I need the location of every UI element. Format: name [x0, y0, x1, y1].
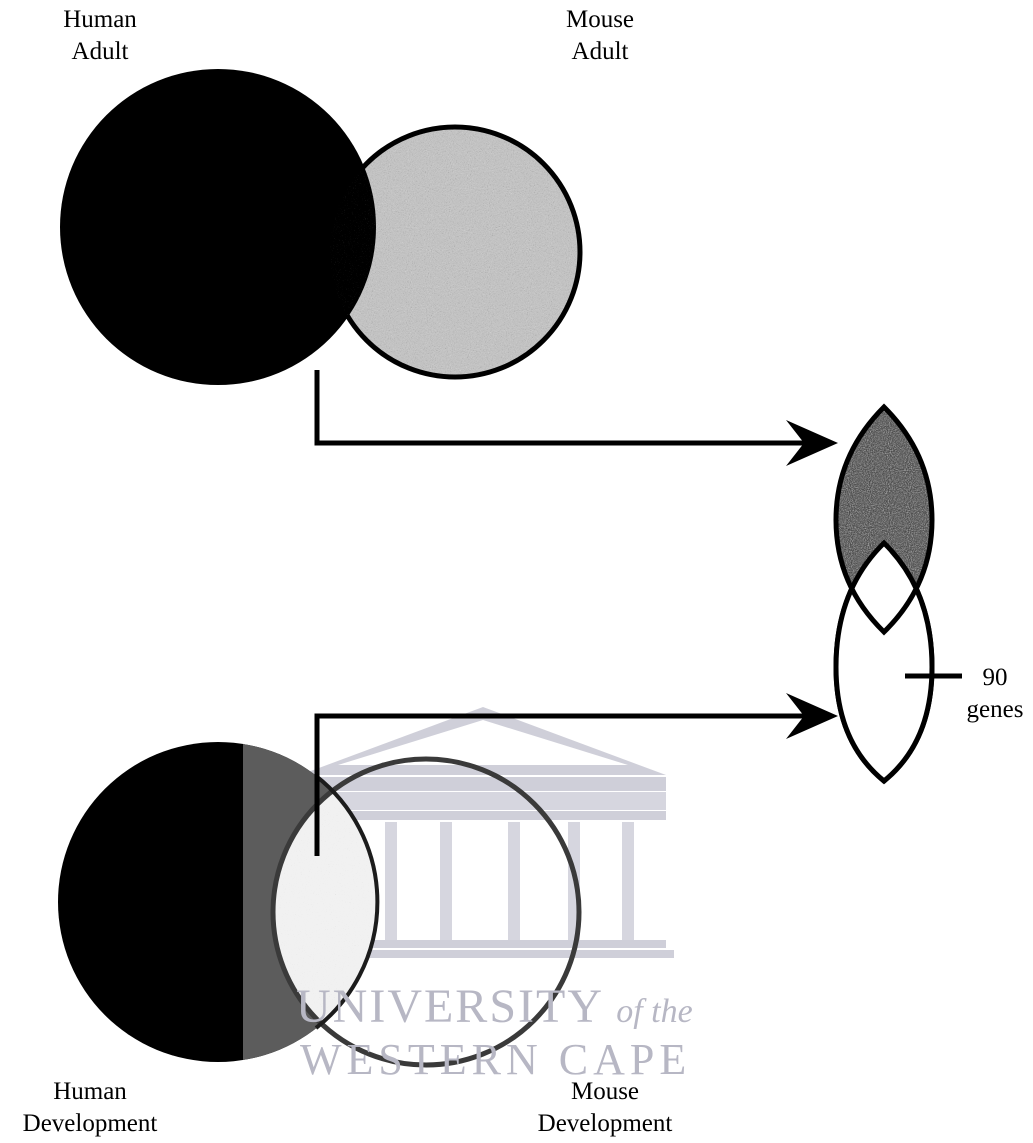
- label-human-adult: Human Adult: [40, 4, 160, 68]
- label-human-development-line2: Development: [0, 1108, 180, 1140]
- label-human-adult-line1: Human: [40, 4, 160, 36]
- label-count-unit: genes: [955, 694, 1033, 726]
- label-mouse-development-line1: Mouse: [510, 1076, 700, 1108]
- human-adult-circle: [60, 69, 376, 385]
- label-count-number: 90: [955, 662, 1033, 694]
- intersection-lenses: [830, 400, 962, 781]
- label-human-development: Human Development: [0, 1076, 180, 1140]
- label-mouse-adult-line1: Mouse: [540, 4, 660, 36]
- label-human-development-line1: Human: [0, 1076, 180, 1108]
- label-mouse-adult: Mouse Adult: [540, 4, 660, 68]
- watermark-university: UNIVERSITY: [296, 980, 602, 1033]
- adult-venn: [60, 69, 580, 385]
- label-human-adult-line2: Adult: [40, 36, 160, 68]
- label-mouse-development-line2: Development: [510, 1108, 700, 1140]
- label-intersection-count: 90 genes: [955, 662, 1033, 726]
- watermark-of-the: of the: [616, 993, 692, 1030]
- label-mouse-development: Mouse Development: [510, 1076, 700, 1140]
- adult-connector-arrow: [317, 370, 838, 466]
- watermark-line1: UNIVERSITY of the: [296, 982, 693, 1037]
- label-mouse-adult-line2: Adult: [540, 36, 660, 68]
